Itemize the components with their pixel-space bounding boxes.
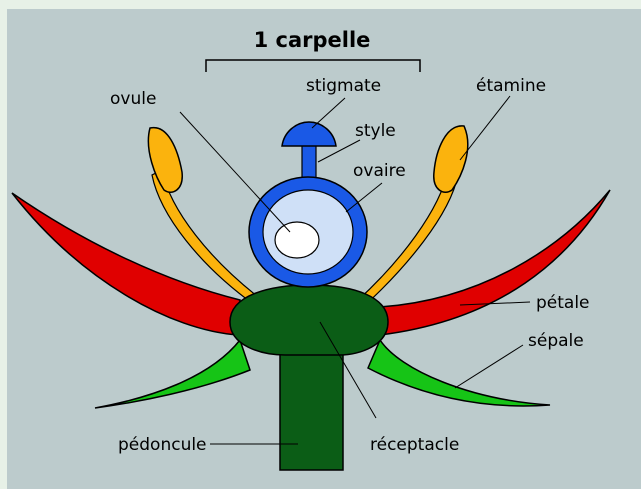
- label-receptacle: réceptacle: [370, 435, 459, 455]
- label-pedoncule: pédoncule: [118, 435, 207, 455]
- carpel-title: 1 carpelle: [254, 28, 371, 52]
- label-stigmate: stigmate: [306, 76, 381, 96]
- ovule-shape: [275, 222, 319, 258]
- receptacle-shape: [230, 285, 388, 355]
- label-sepale: sépale: [528, 331, 584, 351]
- label-etamine: étamine: [476, 76, 546, 96]
- label-ovaire: ovaire: [353, 161, 406, 181]
- label-petale: pétale: [536, 293, 590, 313]
- label-ovule: ovule: [110, 89, 156, 109]
- label-style: style: [355, 121, 396, 141]
